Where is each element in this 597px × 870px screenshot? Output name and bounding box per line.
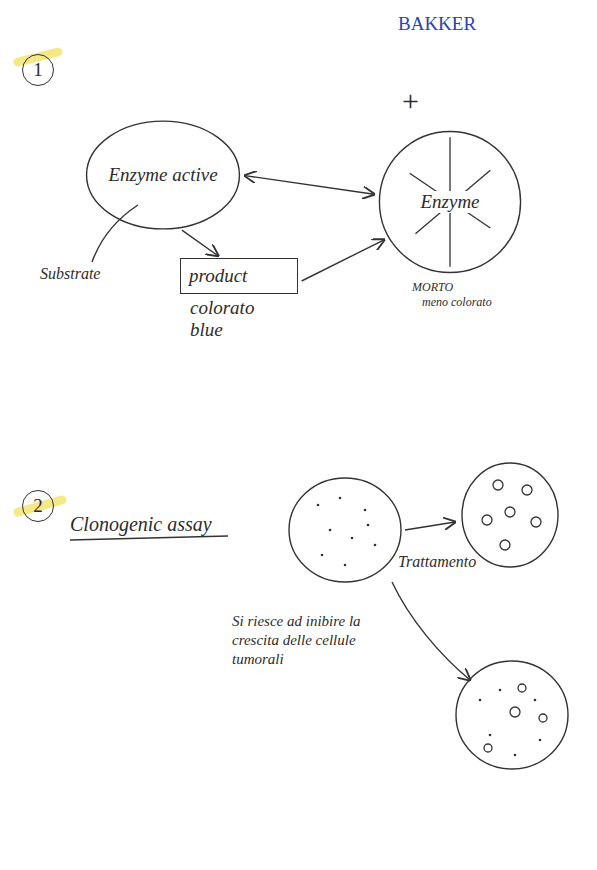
node-title: Enzyme bbox=[417, 191, 482, 213]
node-subtext: colorato blue bbox=[180, 294, 298, 341]
node-title: product bbox=[180, 258, 298, 294]
labelled-box: productcolorato blue bbox=[180, 258, 298, 341]
cross-out-mark bbox=[410, 137, 491, 267]
state-note: meno colorato bbox=[420, 295, 494, 310]
enzyme-circle: Enzyme bbox=[378, 130, 522, 274]
plus-sign: + bbox=[402, 82, 419, 120]
state-note: MORTO bbox=[410, 280, 455, 295]
plate-arrow bbox=[405, 522, 455, 530]
outline-shape bbox=[87, 121, 240, 229]
enzyme-ellipse: Enzyme active bbox=[85, 120, 241, 230]
arrow-connector bbox=[245, 176, 374, 195]
colony bbox=[482, 480, 547, 752]
underline bbox=[70, 536, 228, 540]
treatment-label: Trattamento bbox=[398, 552, 476, 572]
note-text: Si riesce ad inibire la crescita delle c… bbox=[232, 612, 397, 668]
substrate-label: Substrate bbox=[40, 264, 100, 284]
node-title: Enzyme active bbox=[108, 164, 217, 186]
outline-shape bbox=[379, 131, 520, 272]
leader-line bbox=[92, 205, 138, 262]
author-name: BAKKER bbox=[398, 12, 476, 36]
arrow-connector bbox=[302, 240, 385, 281]
arrow-connector bbox=[182, 230, 218, 256]
section-number: 2 bbox=[22, 490, 54, 522]
section-title: Clonogenic assay bbox=[70, 512, 212, 537]
plate-arrow bbox=[392, 582, 470, 680]
section-number: 1 bbox=[22, 54, 54, 86]
